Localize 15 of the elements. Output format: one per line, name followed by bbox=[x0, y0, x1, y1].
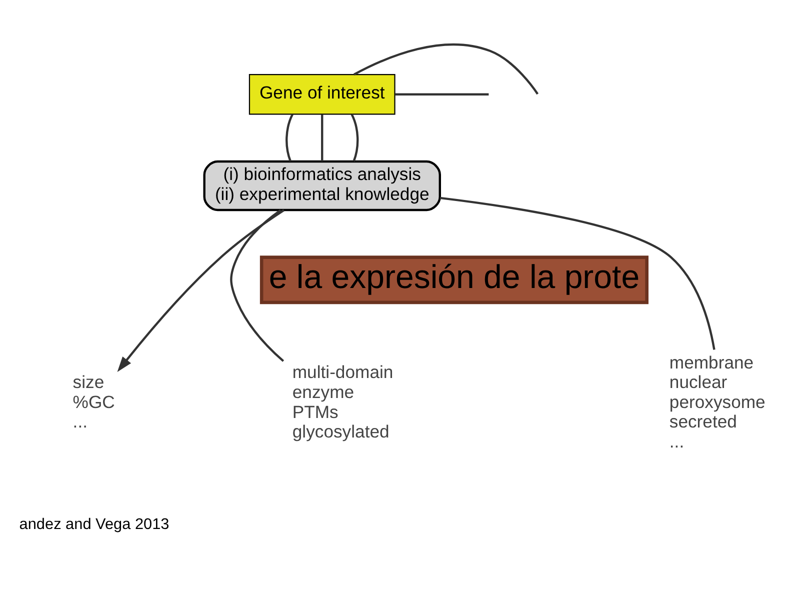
connector bbox=[286, 114, 294, 162]
node-box: (i) bioinformatics analysis (ii) experimental knowledge bbox=[203, 160, 441, 212]
node-text: membrane nuclear peroxysome secreted ... bbox=[669, 352, 766, 452]
label: andez and Vega 2013 bbox=[19, 516, 170, 533]
arrow bbox=[117, 209, 285, 372]
node-box: Gene of interest bbox=[248, 74, 396, 115]
node-text: multi-domain enzyme PTMs glycosylated bbox=[292, 362, 394, 442]
connector bbox=[354, 43, 539, 95]
connector bbox=[350, 114, 359, 162]
connector bbox=[440, 196, 716, 350]
connector bbox=[230, 209, 284, 362]
node-text: size %GC ... bbox=[72, 372, 115, 432]
connector bbox=[321, 114, 324, 162]
node-box: e la expresión de la prote bbox=[260, 256, 648, 304]
connector bbox=[395, 93, 489, 96]
